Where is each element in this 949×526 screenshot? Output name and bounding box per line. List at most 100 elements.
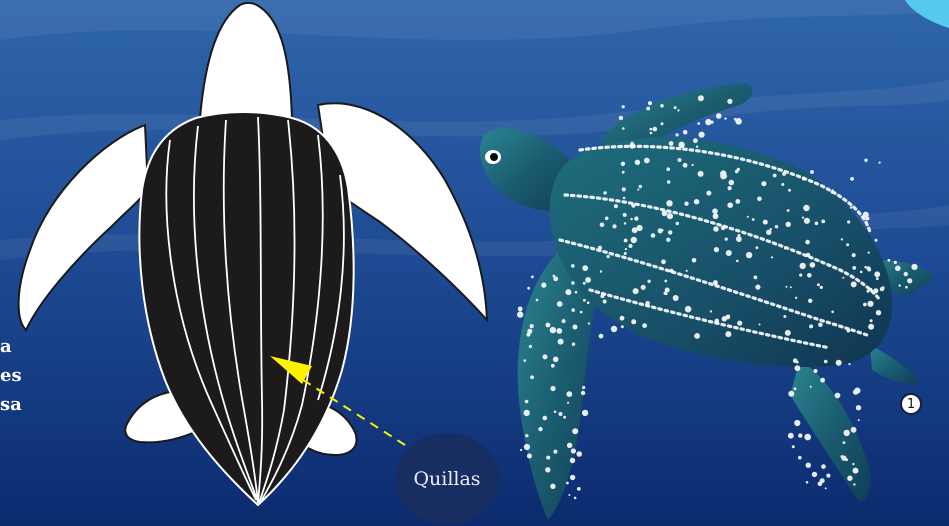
spot: [876, 277, 879, 280]
spot: [810, 262, 816, 268]
spot: [770, 228, 772, 230]
spot: [694, 333, 700, 339]
spot: [580, 311, 583, 314]
spot: [600, 270, 602, 272]
spot: [870, 319, 873, 322]
spot: [850, 207, 852, 209]
spot: [543, 416, 548, 421]
spot: [530, 375, 534, 379]
spot: [850, 177, 854, 181]
spot: [895, 266, 901, 272]
spot: [575, 291, 578, 294]
spot: [667, 213, 673, 219]
spot: [619, 116, 623, 120]
spot: [639, 185, 643, 189]
spot: [766, 230, 771, 235]
spot: [844, 430, 850, 436]
spot: [803, 205, 809, 211]
clipped-side-text: a es sa: [0, 332, 22, 419]
spot: [625, 248, 627, 250]
spot: [863, 303, 867, 307]
spot: [712, 208, 718, 214]
spot: [725, 238, 728, 241]
spot: [576, 451, 582, 457]
spot: [648, 101, 652, 105]
spot: [802, 177, 806, 181]
spot: [692, 258, 697, 263]
spot: [880, 287, 884, 291]
spot: [633, 288, 639, 294]
spot: [775, 225, 778, 228]
spot: [729, 180, 735, 186]
spot: [692, 164, 694, 166]
spot: [582, 386, 585, 389]
spot: [583, 299, 586, 302]
spot: [866, 266, 870, 270]
spot: [661, 122, 664, 125]
spot: [684, 202, 688, 206]
spot: [820, 378, 825, 383]
spot: [669, 141, 674, 146]
spot: [737, 238, 742, 243]
spot: [568, 494, 570, 496]
spot: [572, 343, 575, 346]
spot: [536, 299, 539, 302]
spot: [642, 323, 647, 328]
spot: [603, 191, 606, 194]
spot: [737, 321, 742, 326]
spot: [559, 412, 563, 416]
spot: [525, 400, 529, 404]
spot: [545, 467, 550, 472]
spot: [582, 265, 588, 271]
spot: [851, 281, 857, 287]
spot: [720, 170, 726, 176]
spot: [673, 295, 679, 301]
spot: [868, 252, 870, 254]
spot: [713, 226, 719, 232]
spot: [694, 199, 699, 204]
spot: [697, 122, 700, 125]
spot: [873, 288, 878, 293]
spot: [550, 484, 555, 489]
spot: [875, 239, 878, 242]
number-marker[interactable]: 1: [900, 393, 922, 415]
spot: [611, 326, 617, 332]
spot: [583, 282, 586, 285]
spot: [714, 247, 719, 252]
spot: [788, 433, 794, 439]
spot: [727, 99, 732, 104]
spot: [805, 240, 810, 245]
spot: [858, 419, 860, 421]
spot: [848, 363, 850, 365]
spot: [524, 410, 530, 416]
spot: [836, 360, 842, 366]
spot: [804, 218, 810, 224]
spot: [631, 204, 635, 208]
spot: [647, 280, 650, 283]
side-text-line-2: es: [0, 365, 22, 386]
spot: [620, 316, 625, 321]
spot: [527, 287, 530, 290]
spot: [705, 119, 711, 125]
spot: [683, 130, 688, 135]
spot: [614, 204, 618, 208]
spot: [621, 162, 625, 166]
spot: [622, 171, 625, 174]
spot: [631, 319, 636, 324]
spot: [553, 357, 559, 363]
spot: [666, 238, 670, 242]
spot: [605, 217, 609, 221]
spot: [693, 138, 698, 143]
spot: [812, 472, 817, 477]
spot: [821, 464, 826, 469]
spot: [622, 187, 626, 191]
spot: [851, 427, 857, 433]
spot: [565, 289, 571, 295]
spot: [645, 301, 650, 306]
spot: [566, 391, 572, 397]
spot: [761, 181, 766, 186]
spot: [631, 237, 637, 243]
spot: [853, 468, 859, 474]
spot: [518, 307, 523, 312]
spot: [853, 483, 855, 485]
